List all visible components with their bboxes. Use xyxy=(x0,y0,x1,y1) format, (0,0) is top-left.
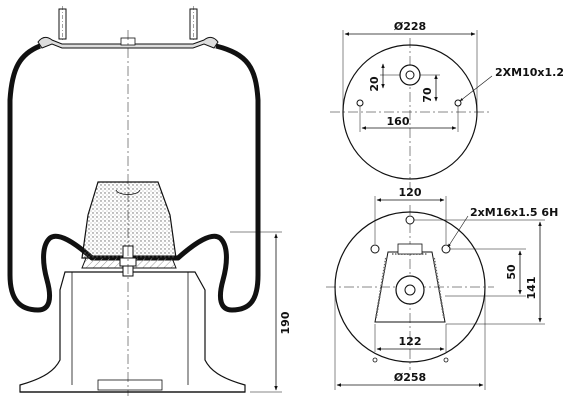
bottom-diameter-label: Ø258 xyxy=(394,371,426,384)
top-pin-spacing-label: 160 xyxy=(387,115,410,128)
bumper xyxy=(81,181,177,277)
top-offset-label: 20 xyxy=(368,76,381,92)
bottom-inner-height-label: 50 xyxy=(505,264,518,280)
height-label: 190 xyxy=(279,311,292,334)
piston xyxy=(19,271,246,393)
bottom-spacing-label: 122 xyxy=(399,335,422,348)
bottom-top-spacing-label: 120 xyxy=(399,186,422,199)
top-pin-offset-label: 70 xyxy=(421,87,434,103)
bottom-thread-callout: 2xM16x1.5 6H xyxy=(470,206,558,219)
top-plate-view: Ø228 20 70 160 2XM10x1.25 6G xyxy=(330,20,563,188)
height-dimension: 190 xyxy=(230,231,292,393)
rubber-bellow xyxy=(7,43,261,313)
top-thread-callout: 2XM10x1.25 6G xyxy=(495,66,563,79)
side-view: 190 xyxy=(7,6,292,396)
bottom-outer-height-label: 141 xyxy=(525,277,538,300)
top-studs xyxy=(58,6,198,42)
bottom-plate-view: 120 2xM16x1.5 6H 50 141 122 Ø258 xyxy=(326,186,558,390)
top-diameter-label: Ø228 xyxy=(394,20,426,33)
